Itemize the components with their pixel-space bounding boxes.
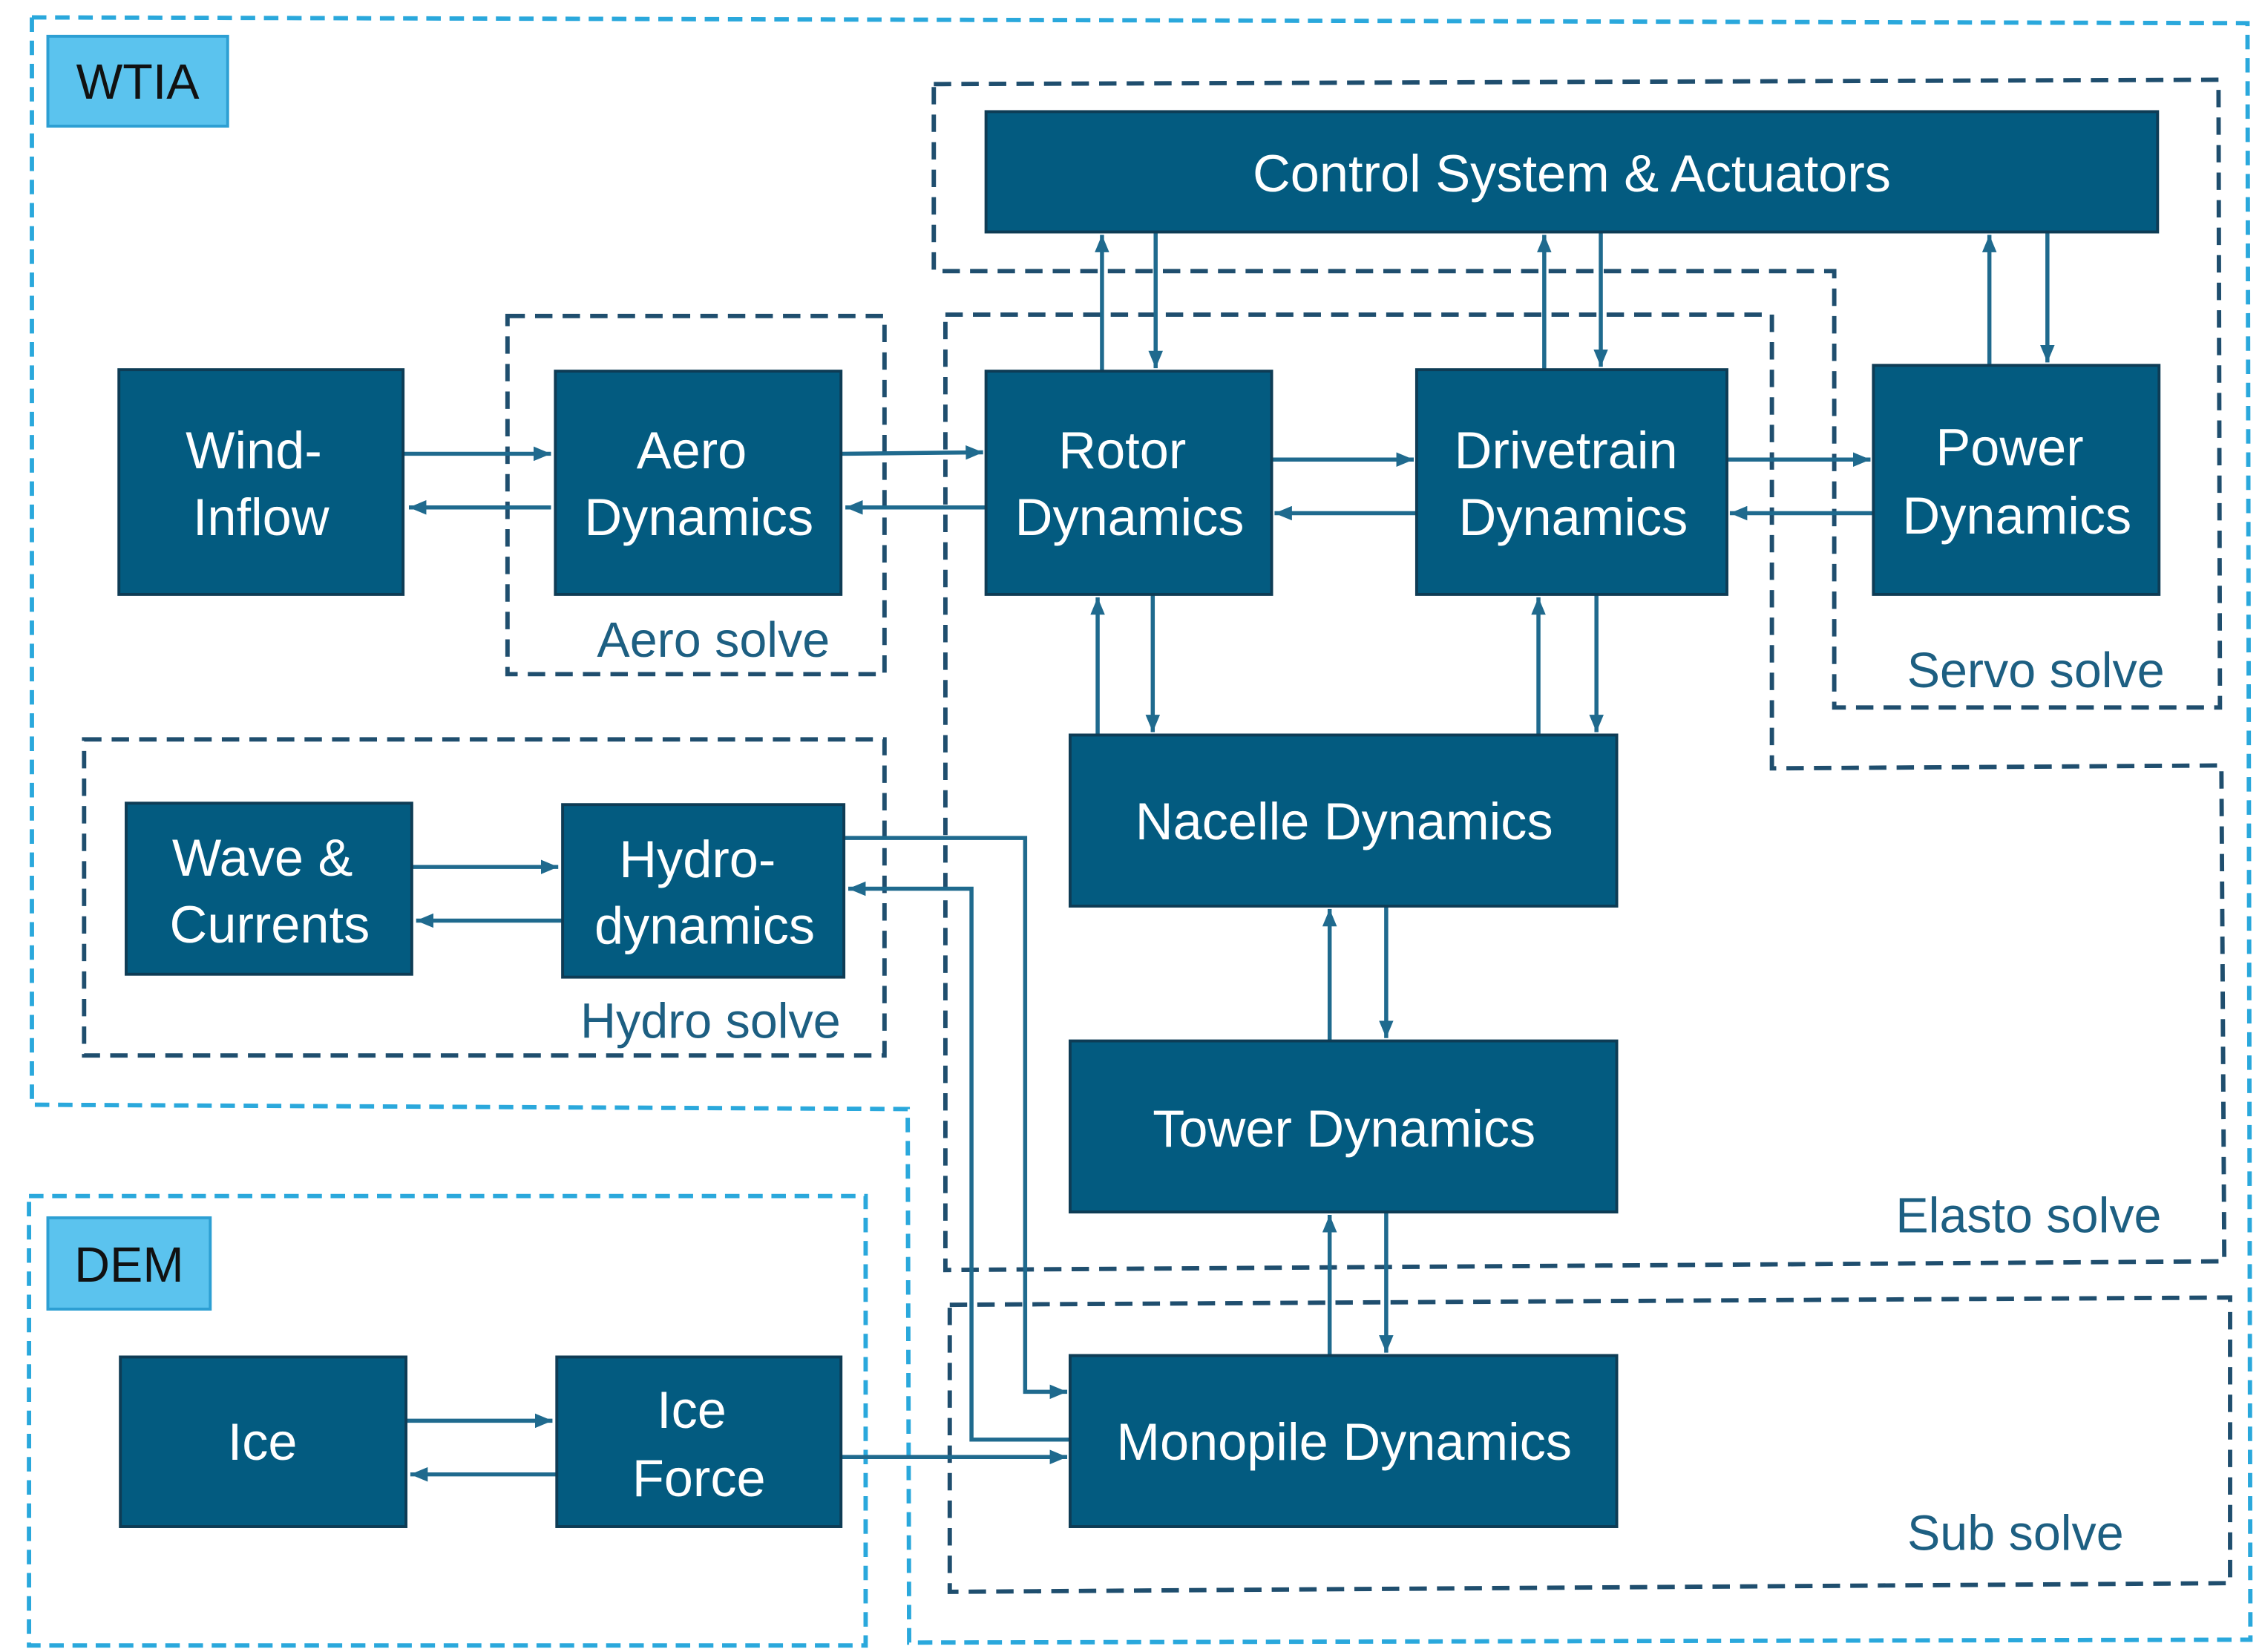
block-tower-dynamics: Tower Dynamics — [1068, 1039, 1619, 1214]
block-ice-force: Ice Force — [555, 1355, 843, 1528]
ice-label: Ice — [228, 1412, 298, 1471]
aero-dynamics-box — [554, 370, 843, 596]
elasto-solve: Elasto solve — [942, 312, 2227, 1273]
nacelle-dynamics-box — [1068, 733, 1619, 908]
control-system-label: Control System & Actuators — [1253, 144, 1891, 203]
hydrodynamics-label-line-1: Hydro- — [619, 830, 776, 888]
dem-boundary — [27, 1193, 868, 1648]
monopile-dynamics-box — [1068, 1354, 1619, 1528]
rotor-dynamics-label-line-1: Rotor — [1058, 421, 1186, 479]
control-system-box — [984, 110, 2160, 234]
monopile-dynamics-label-line-1: Monopile Dynamics — [1116, 1412, 1572, 1471]
wind-inflow-label-line-1: Wind- — [186, 421, 322, 479]
hydrodynamics-label-line-2: dynamics — [594, 897, 815, 955]
wtia-tag-label: WTIA — [76, 55, 200, 110]
sub-solve: Sub solve — [947, 1295, 2232, 1594]
ice-force-label-line-1: Ice — [657, 1380, 727, 1439]
elasto-solve-boundary — [942, 312, 2227, 1273]
block-ice: Ice — [119, 1355, 408, 1528]
connections — [403, 232, 2055, 1482]
wind-inflow-box — [117, 368, 405, 596]
aero-dynamics-label-line-2: Dynamics — [584, 488, 813, 546]
power-dynamics-box — [1872, 364, 2161, 596]
block-nacelle-dynamics: Nacelle Dynamics — [1068, 733, 1619, 908]
block-aero-dynamics: Aero Dynamics — [554, 370, 843, 596]
drivetrain-dynamics-label: Drivetrain Dynamics — [1455, 421, 1692, 546]
ice-force-box — [555, 1355, 843, 1528]
wtia-boundary — [30, 15, 2253, 1645]
sub-solve-label: Sub solve — [1907, 1506, 2124, 1561]
wind-inflow-label-line-2: Inflow — [193, 488, 330, 546]
nacelle-dynamics-label: Nacelle Dynamics — [1135, 792, 1553, 850]
arrow-hydro-to-monopile — [844, 836, 1068, 1400]
ice-force-label-line-2: Force — [632, 1449, 766, 1507]
control-system-label-line-1: Control System & Actuators — [1253, 144, 1891, 203]
wtia-tag — [46, 34, 229, 128]
tower-dynamics-label-line-1: Tower Dynamics — [1153, 1099, 1535, 1158]
block-hydrodynamics: Hydro- dynamics — [561, 803, 846, 979]
power-dynamics-label-line-1: Power — [1935, 418, 2083, 476]
aero-dynamics-label: Aero Dynamics — [584, 421, 813, 546]
hydrodynamics-label: Hydro- dynamics — [594, 830, 815, 955]
power-dynamics-label: Power Dynamics — [1902, 418, 2131, 545]
nacelle-dynamics-label-line-1: Nacelle Dynamics — [1135, 792, 1553, 850]
aero-solve: Aero solve — [505, 313, 887, 677]
ice-force-label: Ice Force — [632, 1380, 766, 1507]
tower-dynamics-box — [1068, 1039, 1619, 1214]
aero-solve-boundary — [505, 313, 887, 677]
block-drivetrain-dynamics: Drivetrain Dynamics — [1414, 368, 1728, 596]
block-wave-currents: Wave & Currents — [125, 802, 413, 976]
hydro-solve-label: Hydro solve — [580, 994, 841, 1049]
rotor-dynamics-label-line-2: Dynamics — [1015, 488, 1245, 546]
wave-currents-label-line-2: Currents — [170, 895, 370, 954]
monopile-dynamics-label: Monopile Dynamics — [1116, 1412, 1572, 1471]
aero-dynamics-label-line-1: Aero — [637, 421, 747, 479]
arrow-monopile-to-hydro — [848, 881, 1070, 1442]
servo-solve-label: Servo solve — [1907, 643, 2165, 698]
ice-box — [119, 1355, 408, 1528]
servo-solve: Servo solve — [931, 77, 2223, 710]
block-control-system: Control System & Actuators — [984, 110, 2160, 234]
block-rotor-dynamics: Rotor Dynamics — [984, 370, 1273, 596]
drivetrain-dynamics-label-line-1: Drivetrain — [1455, 421, 1678, 479]
block-monopile-dynamics: Monopile Dynamics — [1068, 1354, 1619, 1528]
wind-inflow-label: Wind- Inflow — [186, 421, 336, 546]
elasto-solve-label: Elasto solve — [1895, 1188, 2161, 1243]
dem-tag-label: DEM — [74, 1238, 184, 1293]
drivetrain-dynamics-box — [1414, 368, 1728, 596]
wave-currents-label: Wave & Currents — [170, 828, 370, 954]
block-power-dynamics: Power Dynamics — [1872, 364, 2161, 596]
rotor-dynamics-box — [984, 370, 1273, 596]
wave-currents-box — [125, 802, 413, 976]
rotor-dynamics-label: Rotor Dynamics — [1015, 421, 1245, 546]
arrow-aero-to-rotor — [841, 445, 983, 460]
ice-label-line-1: Ice — [228, 1412, 298, 1471]
power-dynamics-label-line-2: Dynamics — [1902, 486, 2131, 545]
tower-dynamics-label: Tower Dynamics — [1153, 1099, 1535, 1158]
drivetrain-dynamics-label-line-2: Dynamics — [1459, 488, 1688, 546]
servo-solve-boundary — [931, 77, 2223, 710]
hydro-solve-boundary — [82, 737, 887, 1058]
wtia-group: WTIA — [30, 15, 2253, 1645]
dem-tag — [46, 1216, 212, 1311]
dem-group: DEM — [27, 1193, 868, 1648]
block-wind-inflow: Wind- Inflow — [117, 368, 405, 596]
hydro-solve: Hydro solve — [82, 737, 887, 1058]
hydrodynamics-box — [561, 803, 846, 979]
aero-solve-label: Aero solve — [597, 613, 830, 668]
wave-currents-label-line-1: Wave & — [172, 828, 353, 887]
